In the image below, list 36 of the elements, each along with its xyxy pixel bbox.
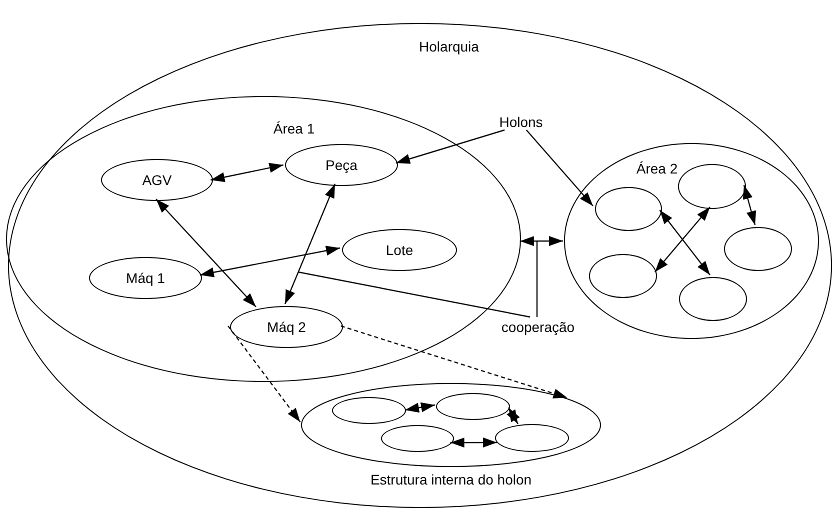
holon-ellipse <box>436 393 510 420</box>
holarchy-ellipse <box>8 23 832 508</box>
holon-ellipse: Máq 2 <box>230 306 343 348</box>
area-label: Área 1 <box>273 121 315 137</box>
annotation-label: Holons <box>491 113 551 131</box>
double-arrow <box>520 236 563 246</box>
arrow <box>396 129 505 164</box>
holon-ellipse: Peça <box>285 144 398 186</box>
holon-ellipse <box>589 254 657 298</box>
structure-caption: Estrutura interna do holon <box>370 472 532 488</box>
leader-line <box>536 241 538 317</box>
holon-ellipse: Lote <box>342 229 457 271</box>
double-arrow <box>506 407 520 424</box>
dashed-arrow <box>340 325 568 398</box>
double-arrow <box>200 246 340 278</box>
double-arrow <box>404 402 436 413</box>
holon-ellipse <box>678 164 746 209</box>
holon-ellipse <box>595 187 662 231</box>
holon-ellipse <box>679 277 747 321</box>
leader-line <box>298 271 530 318</box>
double-arrow <box>156 198 256 308</box>
holarchy-title: Holarquia <box>419 39 479 55</box>
double-arrow <box>210 162 284 182</box>
dashed-arrow <box>228 326 301 422</box>
area-label: Área 2 <box>636 161 678 177</box>
holon-ellipse <box>724 227 792 271</box>
holon-ellipse: Máq 1 <box>89 257 202 299</box>
holon-ellipse: AGV <box>101 159 213 201</box>
holon-ellipse <box>381 425 454 452</box>
double-arrow <box>742 184 756 226</box>
holon-ellipse <box>495 424 569 452</box>
arrow <box>526 130 594 206</box>
double-arrow <box>450 438 497 448</box>
holon-ellipse <box>332 397 406 424</box>
double-arrow <box>284 184 336 304</box>
annotation-label: cooperação <box>497 318 579 336</box>
